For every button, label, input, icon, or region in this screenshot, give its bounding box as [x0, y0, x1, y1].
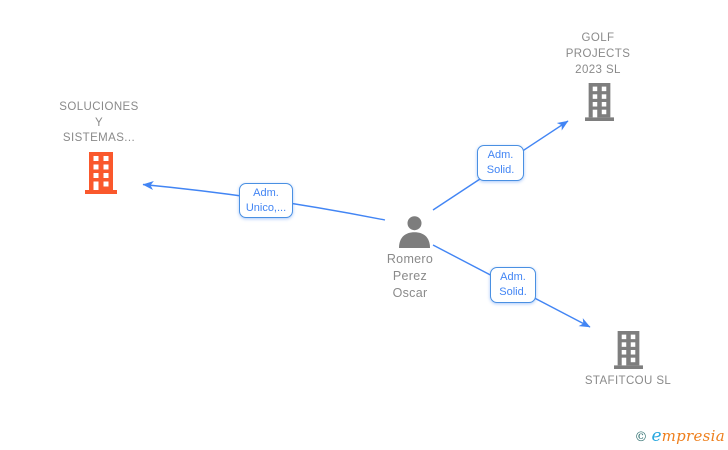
empresia-watermark: ©empresia: [635, 426, 725, 446]
node-soluciones-name[interactable]: SOLUCIONES Y SISTEMAS...: [24, 100, 174, 147]
company-name-line: SISTEMAS...: [62, 132, 136, 144]
person-icon: [399, 216, 430, 248]
edge-label-adm-solid-top[interactable]: Adm. Solid.: [477, 145, 524, 181]
building-icon: [585, 83, 614, 121]
company-name-line: Y: [94, 116, 104, 129]
brand-name-rest: mpresia: [661, 427, 725, 445]
node-golf[interactable]: [584, 83, 615, 121]
brand-letter-e: e: [651, 426, 662, 446]
edge-label-line: Solid.: [499, 286, 527, 298]
edge-label-line: Solid.: [486, 164, 515, 176]
building-icon: [614, 331, 643, 369]
edge-label-line: Adm.: [500, 271, 526, 283]
edge-label-adm-solid-bottom[interactable]: Adm. Solid.: [490, 267, 536, 303]
node-golf-name[interactable]: GOLF PROJECTS 2023 SL: [523, 30, 673, 78]
company-name-line: SOLUCIONES: [59, 101, 139, 113]
company-name-line: 2023 SL: [575, 64, 621, 76]
company-name-line: STAFITCOU SL: [584, 375, 672, 387]
person-name-line: Perez: [392, 269, 428, 283]
person-name-line: Romero: [386, 252, 434, 266]
building-icon: [85, 152, 117, 194]
company-name-line: PROJECTS: [565, 48, 631, 60]
node-person[interactable]: [397, 216, 432, 248]
edge-label-line: Unico,...: [245, 201, 287, 214]
person-name-line: Oscar: [392, 286, 428, 300]
copyright-symbol: ©: [634, 430, 648, 445]
node-stafitcou[interactable]: [613, 331, 644, 369]
edge-label-line: Adm.: [253, 186, 279, 199]
node-person-name[interactable]: Romero Perez Oscar: [345, 251, 475, 302]
edge-label-line: Adm.: [487, 149, 514, 161]
node-stafitcou-name[interactable]: STAFITCOU SL: [553, 374, 703, 390]
node-soluciones[interactable]: [84, 152, 118, 194]
edge-label-adm-unico[interactable]: Adm. Unico,...: [239, 183, 293, 218]
company-name-line: GOLF: [581, 32, 615, 44]
